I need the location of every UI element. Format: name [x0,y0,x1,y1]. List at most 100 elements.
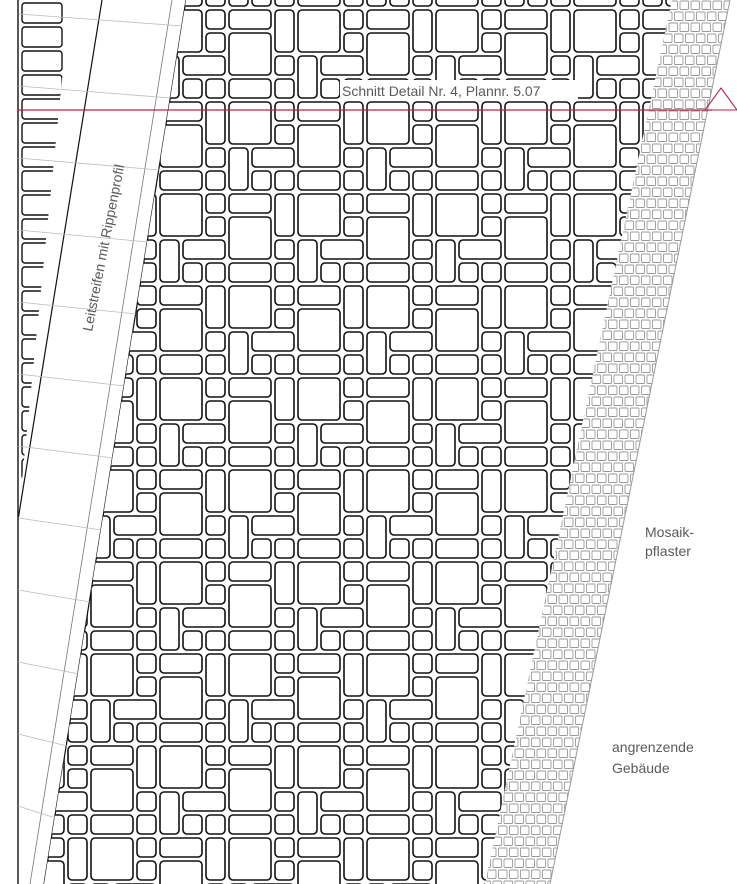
paving-stone [504,216,548,260]
mosaic-stone [514,836,524,846]
paving-stone [504,285,548,329]
paving-stone [274,285,295,306]
paving-stone [550,124,571,145]
mosaic-stone [707,55,717,65]
mosaic-stone [547,814,557,824]
mosaic-stone [503,792,513,802]
paving-stone [343,400,364,421]
mosaic-stone [525,704,535,714]
mosaic-stone [597,517,607,527]
paving-stone [504,331,525,375]
mosaic-stone [525,682,535,692]
paving-stone [527,354,548,375]
paving-stone [366,285,410,329]
mosaic-stone [553,715,563,725]
paving-stone [389,515,433,536]
paving-stone [481,768,502,789]
paving-stone [182,446,203,467]
mosaic-stone [613,330,623,340]
paving-stone [228,446,272,467]
paving-stone [481,584,502,605]
paving-stone [159,837,203,858]
mosaic-stone [641,319,651,329]
paving-stone [366,193,410,214]
mosaic-stone [646,286,656,296]
mosaic-stone [569,704,579,714]
paving-stone [504,0,525,7]
mosaic-stone [696,77,706,87]
paving-stone [435,860,479,884]
mosaic-stone [624,396,634,406]
mosaic-stone [569,528,579,538]
paving-stone [504,446,548,467]
paving-stone [205,32,226,53]
paving-stone [481,170,502,191]
mosaic-stone [657,110,667,120]
mosaic-stone [646,308,656,318]
paving-stone [435,492,479,536]
mosaic-stone [553,737,563,747]
guide-strip-rib [17,517,102,531]
mosaic-stone [652,143,662,153]
mosaic-stone [580,440,590,450]
mosaic-stone [619,451,629,461]
paving-stone [389,722,410,743]
mosaic-stone [536,748,546,758]
paving-stone [136,492,157,513]
mosaic-stone [674,99,684,109]
paving-stone [136,837,157,858]
mosaic-stone [619,341,629,351]
mosaic-stone [624,440,634,450]
paving-stone [159,607,180,651]
paving-stone [527,170,548,191]
paving-stone [205,216,226,237]
paving-stone [412,561,433,605]
mosaic-stone [690,0,700,10]
paving-stone [435,101,479,122]
paving-stone [136,308,157,329]
paving-stone [504,515,525,559]
mosaic-stone [630,407,640,417]
mosaic-stone [674,165,684,175]
mosaic-stone [674,55,684,65]
mosaic-stone [635,242,645,252]
mosaic-stone [685,99,695,109]
paving-stone [412,423,433,444]
mosaic-stone [619,275,629,285]
mosaic-stone [597,451,607,461]
paving-stone [297,538,341,559]
mosaic-stone [608,385,618,395]
paving-stone [412,0,433,7]
paving-stone [389,354,410,375]
paving-stone [389,170,410,191]
mosaic-stone [586,605,596,615]
mosaic-stone [652,99,662,109]
mosaic-stone [641,187,651,197]
mosaic-stone [641,341,651,351]
paving-stone [297,285,341,306]
paving-stone [159,377,203,421]
paving-stone [481,285,502,329]
mosaic-stone [553,583,563,593]
paving-stone [159,860,203,884]
mosaic-stone [685,55,695,65]
mosaic-stone [674,11,684,21]
mosaic-stone [602,572,612,582]
mosaic-stone [542,715,552,725]
paving-stone [205,745,226,766]
paving-stone [412,308,433,329]
mosaic-stone [602,330,612,340]
mosaic-stone [536,858,546,868]
mosaic-stone [608,539,618,549]
paving-stone [113,699,157,720]
paving-stone [228,0,249,7]
mosaic-stone [690,22,700,32]
paving-stone [412,722,433,743]
paving-stone [90,837,134,881]
paving-stone [343,584,364,605]
paving-stone [343,32,364,53]
paving-stone [251,722,272,743]
mosaic-stone [547,726,557,736]
mosaic-stone [630,385,640,395]
paving-stone [573,9,617,53]
